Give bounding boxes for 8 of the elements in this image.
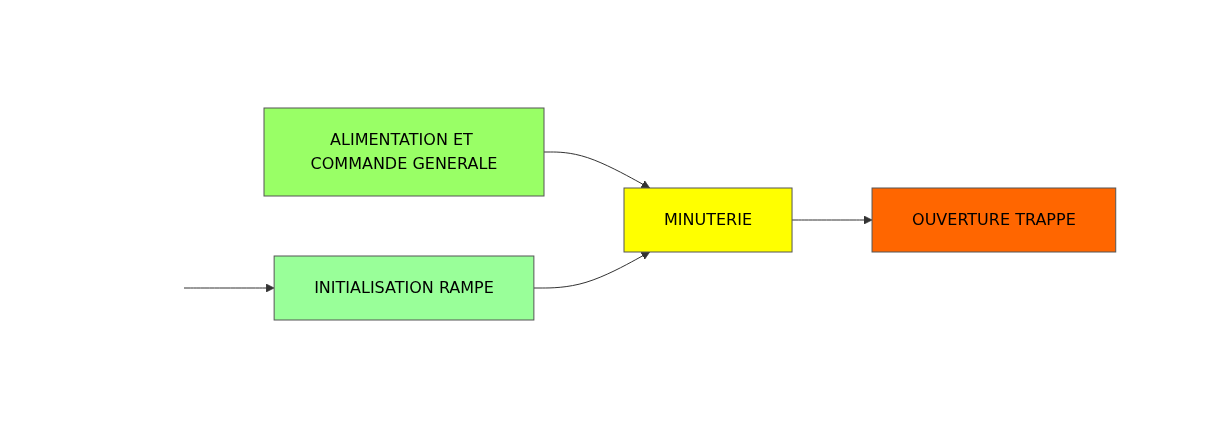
arrow — [533, 251, 650, 289]
node-box: ALIMENTATION ET COMMANDE GENERALE — [263, 107, 545, 197]
arrow — [791, 215, 873, 225]
arrow — [183, 283, 275, 293]
node-box: OUVERTURE TRAPPE — [871, 187, 1116, 253]
node-box: INITIALISATION RAMPE — [273, 255, 534, 321]
node-box: MINUTERIE — [623, 187, 793, 253]
arrow — [543, 151, 650, 189]
